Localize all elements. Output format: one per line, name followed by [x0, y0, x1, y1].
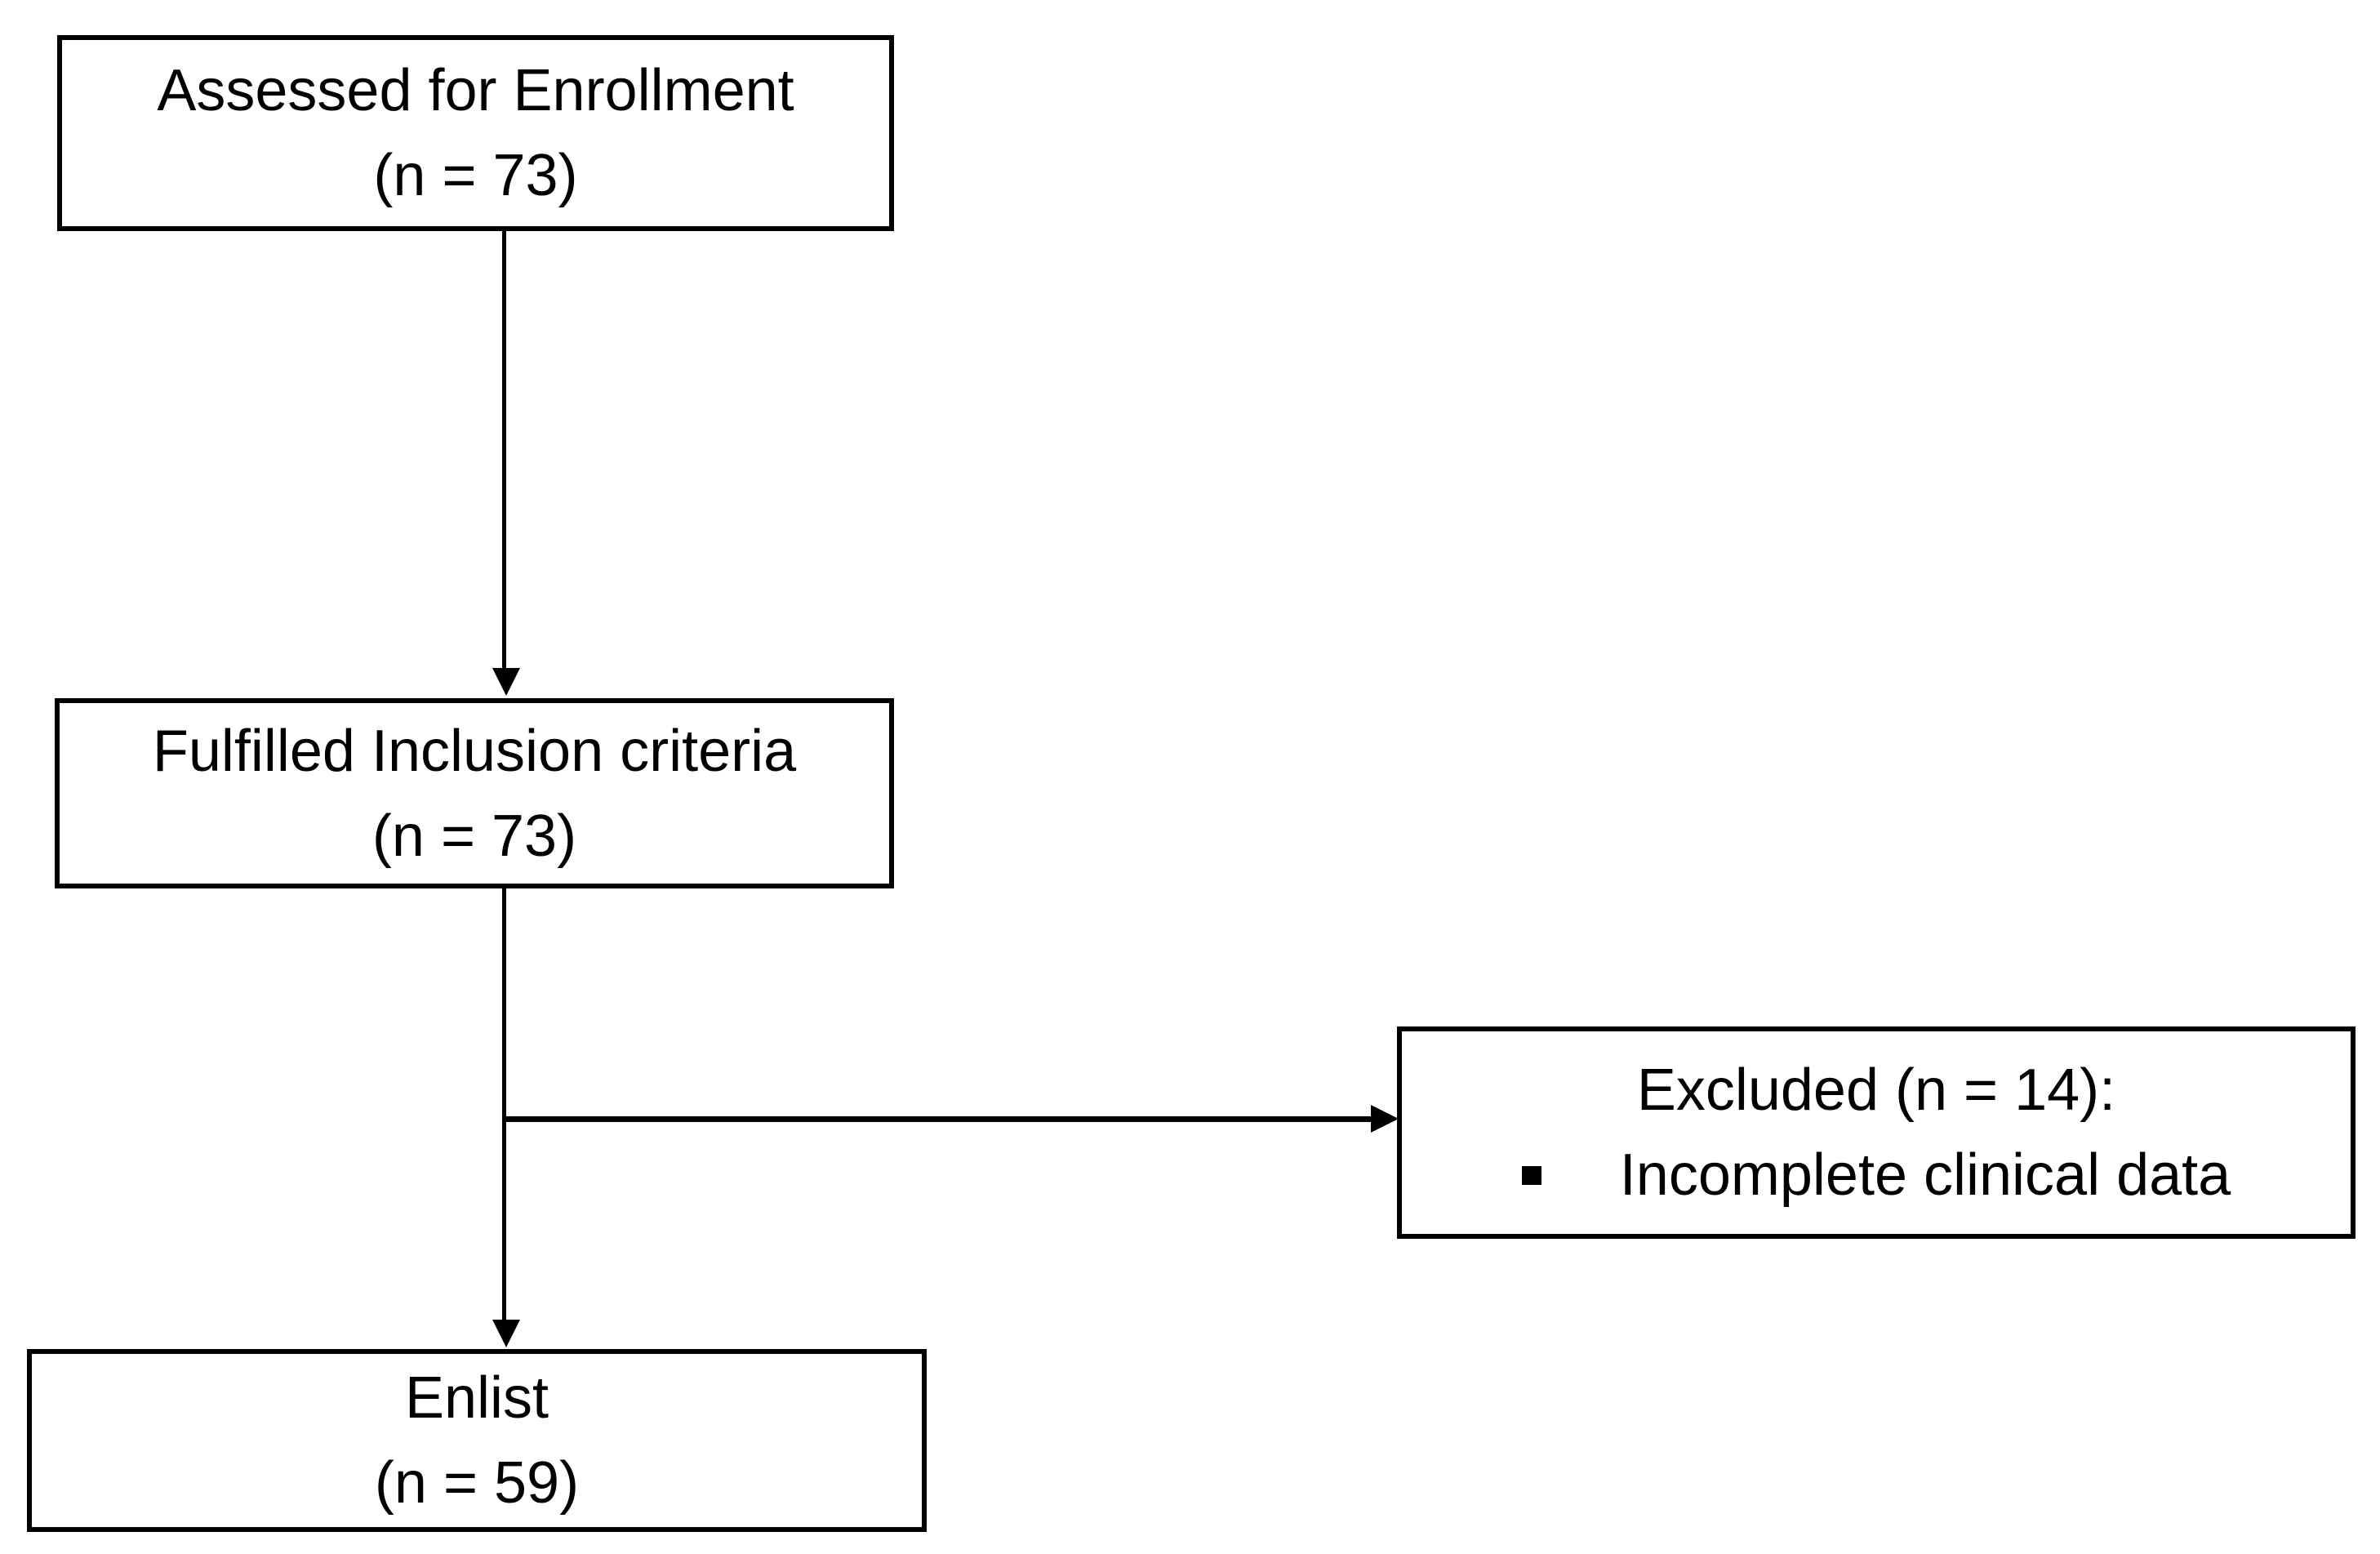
box-enlist-count: (n = 59) [374, 1450, 580, 1516]
connector-inclusion-to-enlist [502, 888, 506, 1320]
box-enlist-label: Enlist [404, 1365, 549, 1431]
box-inclusion-count: (n = 73) [371, 803, 577, 869]
connector-inclusion-to-excluded [504, 1116, 1371, 1122]
box-fulfilled-inclusion-criteria: Fulfilled Inclusion criteria (n = 73) [55, 698, 894, 888]
square-bullet-icon [1521, 1165, 1541, 1185]
arrowhead-right-icon [1371, 1105, 1399, 1133]
connector-assessed-to-inclusion [502, 231, 506, 668]
arrowhead-down-icon [492, 668, 520, 696]
excluded-bullet-item: Incomplete clinical data [1521, 1133, 2231, 1218]
box-assessed-label: Assessed for Enrollment [157, 58, 794, 123]
box-excluded-title: Excluded (n = 14): [1636, 1058, 2116, 1123]
box-inclusion-label: Fulfilled Inclusion criteria [152, 718, 797, 784]
box-excluded: Excluded (n = 14): Incomplete clinical d… [1397, 1026, 2356, 1239]
box-assessed-count: (n = 73) [373, 143, 578, 208]
box-enlist: Enlist (n = 59) [27, 1349, 927, 1532]
arrowhead-down-icon [492, 1320, 520, 1347]
excluded-bullet-text: Incomplete clinical data [1619, 1142, 2231, 1208]
box-assessed-for-enrollment: Assessed for Enrollment (n = 73) [57, 35, 894, 231]
